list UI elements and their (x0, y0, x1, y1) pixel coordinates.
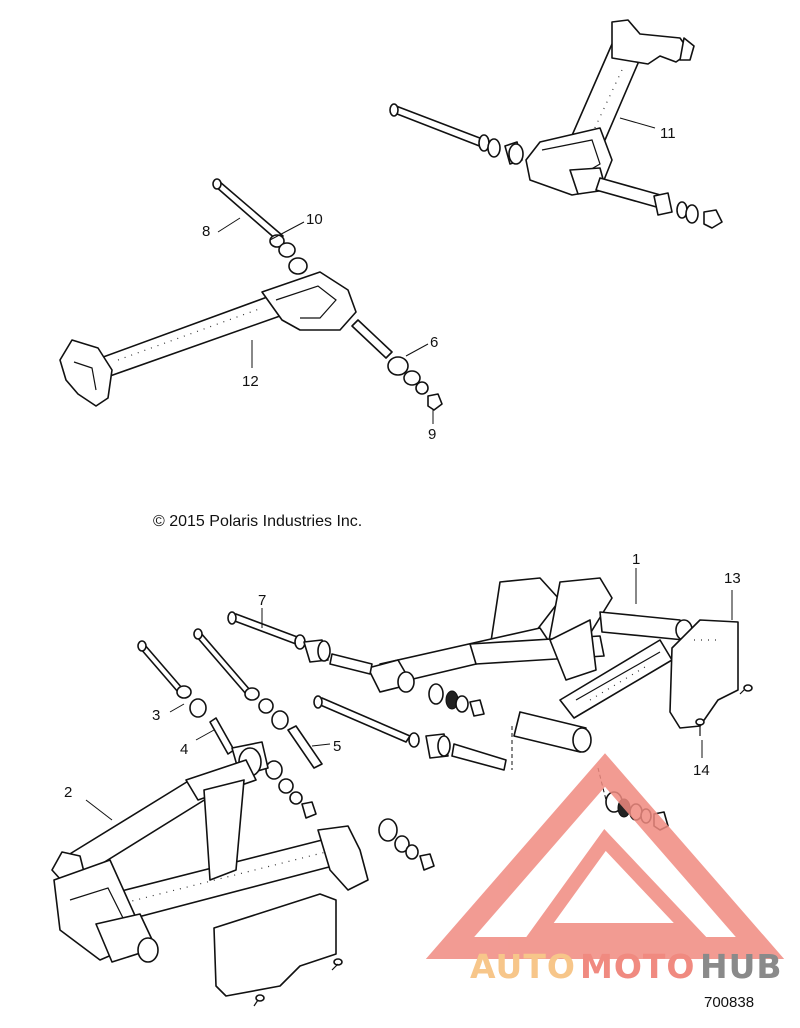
watermark-hub: HUB (700, 947, 783, 986)
copyright-text: © 2015 Polaris Industries Inc. (153, 513, 362, 530)
watermark-moto: MOTO (580, 947, 695, 986)
callout-14: 14 (693, 762, 710, 779)
trailing-arm-11 (389, 19, 723, 229)
bolts-and-bushings (85, 608, 507, 871)
callout-4: 4 (180, 741, 188, 758)
callout-5: 5 (333, 738, 341, 755)
frame-1 (367, 568, 753, 801)
callout-7: 7 (258, 592, 266, 609)
callout-8: 8 (202, 223, 210, 240)
callout-9: 9 (428, 426, 436, 443)
watermark-auto: AUTO (470, 947, 576, 986)
upper-arm-12 (59, 178, 443, 424)
frame-2 (51, 741, 369, 1007)
figure-code: 700838 (704, 994, 754, 1011)
callout-10: 10 (306, 211, 323, 228)
callout-3: 3 (152, 707, 160, 724)
callout-2: 2 (64, 784, 72, 801)
callout-1: 1 (632, 551, 640, 568)
callout-6: 6 (430, 334, 438, 351)
watermark-logo (425, 753, 785, 959)
callout-11: 11 (660, 125, 676, 142)
callout-12: 12 (242, 373, 259, 390)
callout-13: 13 (724, 570, 741, 587)
